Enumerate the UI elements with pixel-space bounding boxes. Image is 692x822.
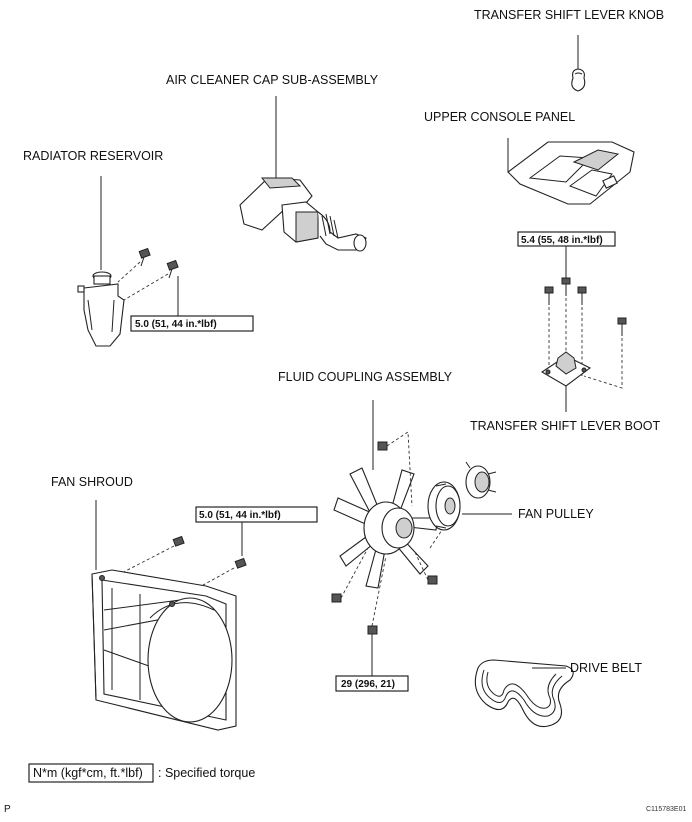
fan-pulley <box>427 481 461 531</box>
legend-box <box>28 763 154 783</box>
legend-unit: N*m (kgf*cm, ft.*lbf) <box>33 766 143 780</box>
console-screw-1 <box>561 277 571 356</box>
footer-right: C115783E01 <box>646 806 686 813</box>
pulley-hub <box>465 461 497 499</box>
torque-console: 5.4 (55, 48 in.*lbf) <box>521 235 603 246</box>
reservoir-bolt-1 <box>117 247 151 283</box>
label-fan-shroud: FAN SHROUD <box>51 475 133 489</box>
label-air-cleaner-cap: AIR CLEANER CAP SUB-ASSEMBLY <box>166 73 379 87</box>
footer-left: P <box>4 804 11 815</box>
console-screw-4 <box>583 317 627 389</box>
fan-shroud <box>91 569 237 731</box>
label-transfer-shift-lever-knob: TRANSFER SHIFT LEVER KNOB <box>474 8 664 22</box>
torque-box-coupling <box>335 675 409 692</box>
torque-reservoir: 5.0 (51, 44 in.*lbf) <box>135 319 217 330</box>
upper-console-panel <box>507 141 635 205</box>
console-screw-3 <box>577 286 587 378</box>
label-upper-console-panel: UPPER CONSOLE PANEL <box>424 110 575 124</box>
label-drive-belt: DRIVE BELT <box>570 661 642 675</box>
fluid-coupling-hub <box>363 501 415 555</box>
transfer-shift-lever-boot <box>540 351 592 387</box>
air-cleaner-cap <box>239 177 367 252</box>
label-fluid-coupling: FLUID COUPLING ASSEMBLY <box>278 370 453 384</box>
console-screw-2 <box>544 286 554 366</box>
radiator-reservoir <box>77 271 125 347</box>
knob-detail <box>574 72 583 75</box>
label-radiator-reservoir: RADIATOR RESERVOIR <box>23 149 163 163</box>
torque-box-reservoir <box>130 315 254 332</box>
legend-text: : Specified torque <box>158 766 255 780</box>
drive-belt <box>474 659 574 728</box>
label-transfer-shift-lever-boot: TRANSFER SHIFT LEVER BOOT <box>470 419 660 433</box>
reservoir-bolt-2 <box>123 259 179 301</box>
label-fan-pulley: FAN PULLEY <box>518 507 594 521</box>
torque-coupling: 29 (296, 21) <box>341 679 395 690</box>
torque-shroud: 5.0 (51, 44 in.*lbf) <box>199 510 281 521</box>
shift-knob <box>571 68 586 92</box>
shroud-bolts <box>111 535 247 601</box>
torque-box-shroud <box>195 506 318 523</box>
